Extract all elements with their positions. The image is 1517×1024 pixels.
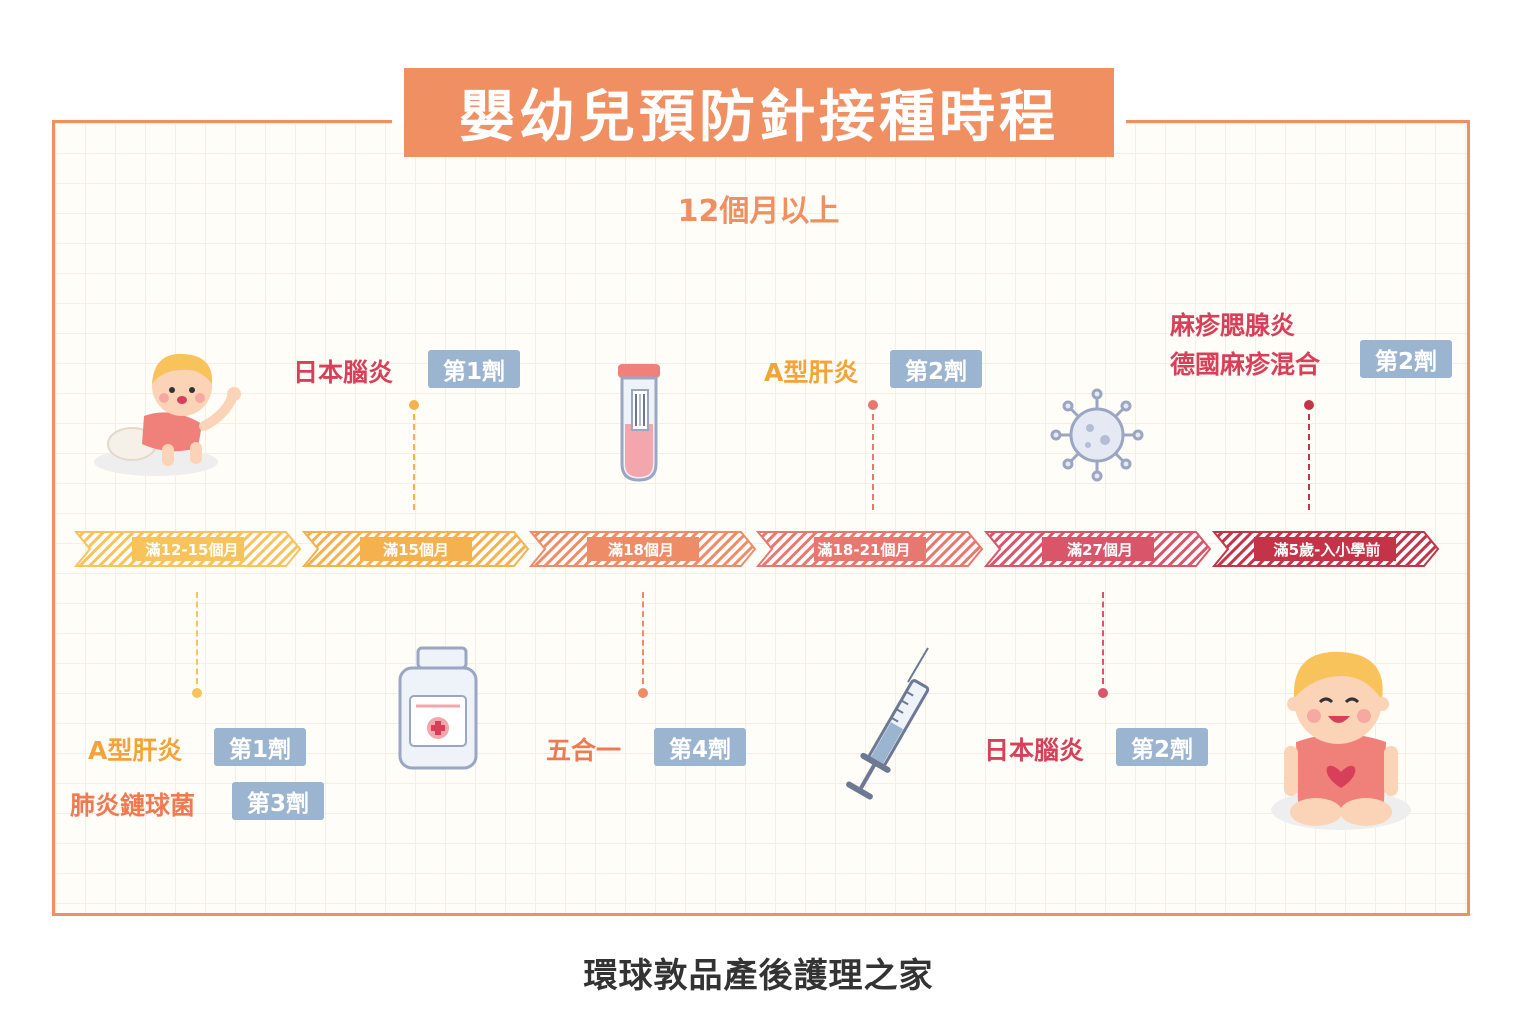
timeline-label-27m: 滿27個月 bbox=[1067, 540, 1133, 559]
timeline-label-12-15m: 滿12-15個月 bbox=[145, 540, 239, 559]
timeline-segment-label-bg bbox=[587, 537, 699, 561]
hepa2-dot bbox=[868, 400, 878, 410]
je2-vaccine-label: 日本腦炎 bbox=[984, 736, 1085, 765]
timeline-segment-label-bg bbox=[1254, 537, 1396, 561]
schedule-frame bbox=[52, 120, 1470, 916]
je1-dot bbox=[409, 400, 419, 410]
hepa1-vaccine-label: A型肝炎 bbox=[88, 736, 183, 765]
mmr-connector bbox=[1308, 414, 1310, 510]
timeline-segment-label-bg bbox=[814, 537, 926, 561]
mmr-dot bbox=[1304, 400, 1314, 410]
je1-vaccine-label: 日本腦炎 bbox=[293, 358, 394, 387]
hepa1-connector bbox=[196, 592, 198, 684]
timeline-segment-label-bg bbox=[132, 537, 244, 561]
hepa1-dot bbox=[192, 688, 202, 698]
virus-icon bbox=[1050, 388, 1144, 482]
test-tube-icon bbox=[618, 364, 660, 482]
mmr-vaccine-label-line1: 麻疹腮腺炎 bbox=[1170, 311, 1296, 340]
pcv-vaccine-label: 肺炎鏈球菌 bbox=[70, 791, 196, 820]
five-dot bbox=[638, 688, 648, 698]
hepa2-dose-badge: 第2劑 bbox=[890, 350, 982, 388]
five-connector bbox=[642, 592, 644, 684]
hepa2-connector bbox=[872, 414, 874, 510]
five-in-one-dose-badge: 第4劑 bbox=[654, 728, 746, 766]
hepa1-dose-badge: 第1劑 bbox=[214, 728, 306, 766]
medicine-bottle-icon bbox=[398, 646, 478, 770]
pcv-dose-badge: 第3劑 bbox=[232, 782, 324, 820]
mmr-vaccine-label-line2: 德國麻疹混合 bbox=[1170, 350, 1321, 379]
timeline-label-15m: 滿15個月 bbox=[383, 540, 449, 559]
je2-connector bbox=[1102, 592, 1104, 684]
page-title: 嬰幼兒預防針接種時程 bbox=[404, 68, 1114, 157]
age-subtitle: 12個月以上 bbox=[677, 194, 840, 229]
je1-connector bbox=[413, 414, 415, 510]
mmr-dose-badge: 第2劑 bbox=[1360, 340, 1452, 378]
timeline-segment-label-bg bbox=[360, 537, 472, 561]
crawling-baby-icon bbox=[94, 353, 241, 476]
timeline-label-18-21m: 滿18-21個月 bbox=[817, 540, 911, 559]
timeline-segment-label-bg bbox=[1042, 537, 1154, 561]
sitting-baby-icon bbox=[1271, 651, 1411, 830]
five-in-one-vaccine-label: 五合一 bbox=[546, 736, 622, 765]
timeline-label-5y: 滿5歲-入小學前 bbox=[1273, 540, 1381, 559]
hepa2-vaccine-label: A型肝炎 bbox=[764, 358, 859, 387]
je2-dose-badge: 第2劑 bbox=[1116, 728, 1208, 766]
timeline-label-18m: 滿18個月 bbox=[608, 540, 674, 559]
footer-brand: 環球敦品產後護理之家 bbox=[583, 956, 934, 996]
je1-dose-badge: 第1劑 bbox=[428, 350, 520, 388]
syringe-icon bbox=[846, 647, 930, 800]
je2-dot bbox=[1098, 688, 1108, 698]
